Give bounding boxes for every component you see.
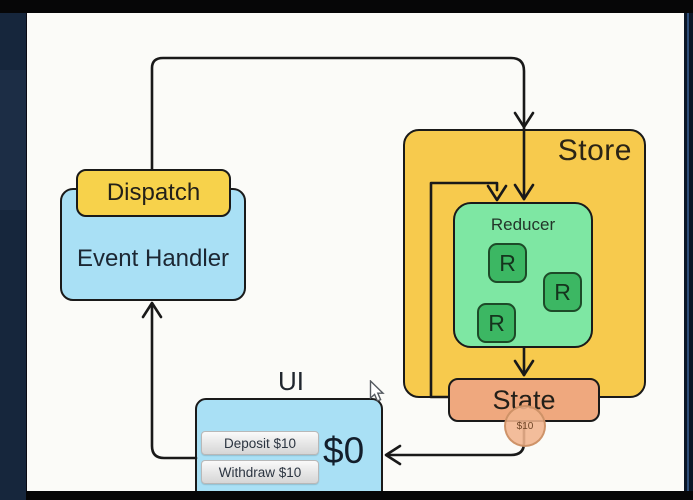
reducer-chip: R: [543, 272, 582, 312]
event-handler-label: Event Handler: [76, 245, 230, 272]
store-label: Store: [557, 134, 632, 167]
right-edge-bar: [684, 13, 693, 491]
mouse-cursor-icon: [369, 380, 385, 402]
scrollbar-line: [687, 13, 689, 491]
top-letterbox-bar: [0, 0, 693, 13]
left-panel: [0, 0, 26, 500]
dispatch-box: Dispatch: [76, 169, 231, 217]
withdraw-button[interactable]: Withdraw $10: [201, 460, 319, 484]
balance-value: $0: [323, 430, 365, 471]
reducer-chip: R: [488, 243, 527, 283]
ui-box: Deposit $10 Withdraw $10 $0: [195, 398, 383, 500]
reducer-label: Reducer: [490, 215, 556, 234]
dispatch-label: Dispatch: [106, 179, 201, 206]
coin-badge: $10: [504, 405, 546, 447]
reducer-chip: R: [477, 303, 516, 343]
bottom-letterbox-bar: [26, 491, 693, 500]
deposit-button[interactable]: Deposit $10: [201, 431, 319, 455]
ui-label: UI: [278, 366, 304, 396]
